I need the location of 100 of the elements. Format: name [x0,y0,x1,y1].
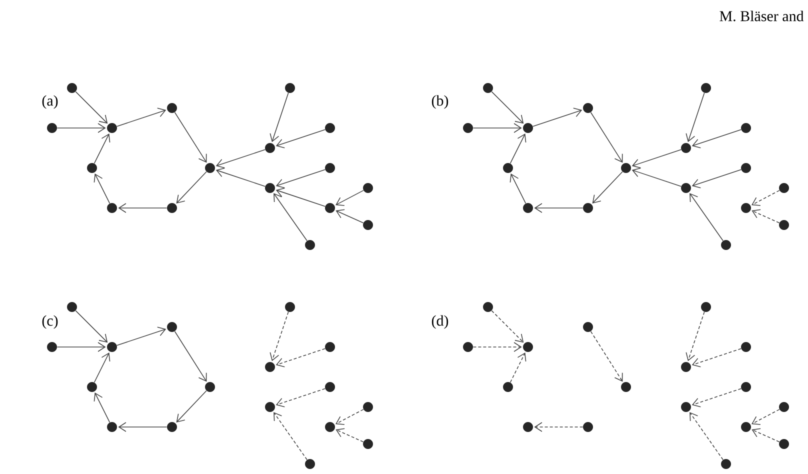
arrow [118,203,168,213]
vertex-dot [47,342,57,352]
vertex-dot [503,382,513,392]
vertex-dot [363,402,373,412]
vertex-dot [779,183,789,193]
vertex-dot [325,422,335,432]
vertex-dot [463,123,473,133]
arrow [686,92,705,142]
arrow [491,91,524,124]
dashed-arrow [752,190,780,206]
dashed-arrow [690,412,724,460]
arrow [472,123,522,133]
arrow [276,188,326,207]
arrow [216,149,266,168]
arrow [94,392,110,423]
arrow [274,193,308,242]
arrow [94,174,110,204]
dashed-arrow [686,312,705,362]
arrow [276,129,326,148]
vertex-dot [325,342,335,352]
vertex-dot [503,163,513,173]
arrow [216,168,266,187]
dashed-arrow [276,348,326,368]
arrow [116,326,166,346]
arrow [176,171,207,204]
vertex-dot [721,240,731,250]
dashed-arrow [752,428,780,442]
vertex-dot [107,422,117,432]
dashed-arrow [692,348,742,368]
panel-label: (a) [42,95,58,109]
vertex-dot [741,422,751,432]
vertex-dot [523,342,533,352]
vertex-dot [107,123,117,133]
vertex-dot [621,163,631,173]
vertex-dot [583,103,593,113]
vertex-dot [483,302,493,312]
dashed-arrow [276,388,326,408]
arrow [174,112,207,163]
vertex-dot [265,183,275,193]
vertex-dot [305,240,315,250]
panel-label: (c) [42,315,58,329]
vertex-dot [167,203,177,213]
vertex-dot [167,103,177,113]
arrow [534,203,584,213]
vertex-dot [701,83,711,93]
vertex-dot [205,163,215,173]
vertex-dot [463,342,473,352]
dashed-arrow [510,352,526,383]
arrow [276,169,326,188]
arrow [174,331,207,382]
vertex-dot [265,362,275,372]
vertex-dot [265,143,275,153]
vertex-dot [47,123,57,133]
arrow [75,310,108,343]
vertex-dot [779,402,789,412]
vertex-dot [741,203,751,213]
dashed-arrow [752,209,780,224]
arrow [336,190,364,206]
arrow [116,108,166,127]
arrow [176,390,207,422]
panel-label: (b) [432,95,448,109]
vertex-dot [325,123,335,133]
arrow [56,123,106,133]
arrow [510,134,526,164]
vertex-dot [363,439,373,449]
vertex-dot [741,342,751,352]
vertex-dot [741,163,751,173]
vertex-dot [583,422,593,432]
vertex-dot [741,382,751,392]
arrow [75,91,108,124]
arrow [94,134,110,164]
vertex-dot [107,203,117,213]
vertex-dot [523,123,533,133]
vertex-dot [325,163,335,173]
vertex-dot [621,382,631,392]
vertex-dot [523,422,533,432]
arrow [632,149,682,168]
vertex-dot [167,322,177,332]
vertex-dot [107,342,117,352]
arrow [94,352,110,383]
dashed-arrow [274,412,308,460]
arrow [632,168,682,187]
vertex-dot [285,83,295,93]
vertex-dot [701,302,711,312]
arrow [270,92,289,142]
vertex-dot [681,362,691,372]
vertex-dot [721,459,731,469]
vertex-dot [87,382,97,392]
arrow [690,193,724,242]
vertex-dot [483,83,493,93]
panel-label: (d) [432,315,448,329]
arrow [692,169,742,188]
vertex-dot [205,382,215,392]
vertex-dot [363,220,373,230]
vertex-dot [681,183,691,193]
vertex-dot [363,183,373,193]
dashed-arrow [491,310,524,343]
dashed-arrow [270,312,289,362]
vertex-dot [681,402,691,412]
vertex-dot [167,422,177,432]
